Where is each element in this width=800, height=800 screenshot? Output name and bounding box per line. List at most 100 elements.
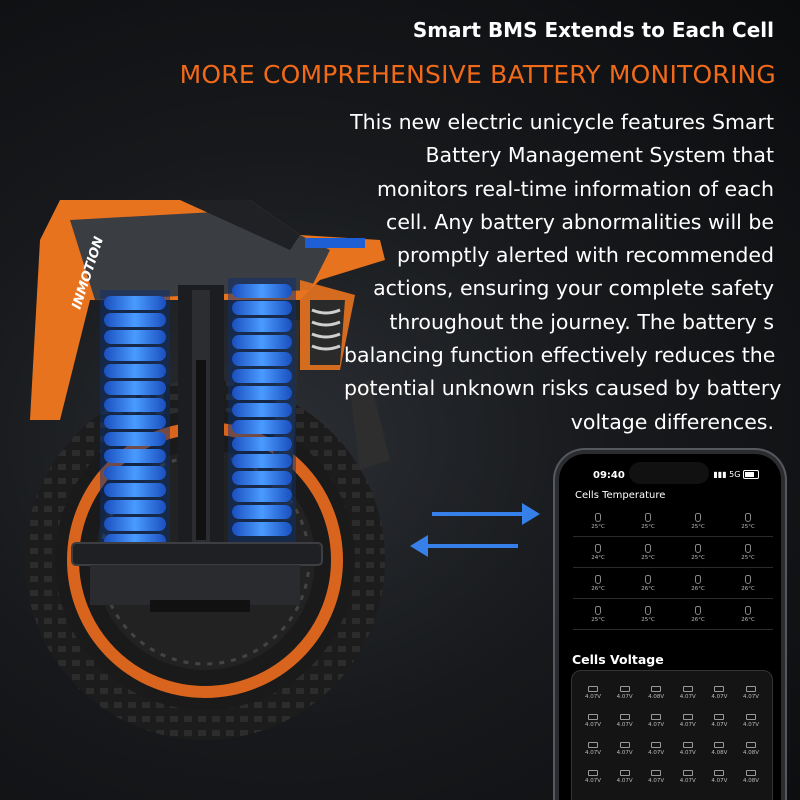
voltage-cell: 4.07V — [578, 763, 608, 791]
temperature-row: 25°C 25°C 26°C 26°C — [573, 599, 773, 630]
status-time: 09:40 — [593, 470, 625, 481]
thermometer-icon — [695, 512, 701, 522]
temperature-value: 25°C — [591, 616, 605, 623]
description-line: promptly alerted with recommended — [397, 243, 774, 268]
voltage-value: 4.07V — [584, 694, 601, 700]
thermometer-icon — [595, 543, 601, 553]
thermometer-icon — [695, 574, 701, 584]
thermometer-icon — [645, 574, 651, 584]
temperature-cell: 25°C — [674, 537, 722, 567]
voltage-value: 4.07V — [616, 750, 633, 756]
voltage-cell: 4.07V — [578, 707, 608, 735]
battery-cell-icon — [714, 770, 725, 776]
battery-cell-icon — [619, 742, 630, 748]
sync-arrows-icon — [410, 503, 540, 557]
thermometer-icon — [595, 512, 601, 522]
temperature-cell: 25°C — [624, 506, 672, 536]
voltage-value: 4.07V — [616, 722, 633, 728]
cells-voltage-title: Cells Voltage — [572, 652, 664, 667]
voltage-cell: 4.07V — [704, 707, 734, 735]
battery-cell-icon — [745, 770, 756, 776]
voltage-value: 4.08V — [648, 694, 665, 700]
description-line: actions, ensuring your complete safety — [373, 276, 774, 301]
temperature-cell: 25°C — [724, 537, 772, 567]
voltage-value: 4.07V — [679, 722, 696, 728]
voltage-cell: 4.07V — [736, 679, 766, 707]
temperature-value: 25°C — [591, 523, 605, 530]
voltage-cell: 4.07V — [704, 763, 734, 791]
voltage-cell: 4.07V — [641, 735, 671, 763]
battery-cell-icon — [745, 714, 756, 720]
battery-cell-icon — [651, 714, 662, 720]
voltage-value: 4.07V — [616, 694, 633, 700]
thermometer-icon — [745, 512, 751, 522]
description-line: balancing function effectively reduces t… — [344, 343, 776, 368]
temperature-cell: 24°C — [574, 537, 622, 567]
battery-cell-icon — [682, 686, 693, 692]
battery-cell-icon — [619, 714, 630, 720]
thermometer-icon — [695, 605, 701, 615]
temperature-value: 26°C — [591, 585, 605, 592]
voltage-value: 4.07V — [584, 750, 601, 756]
thermometer-icon — [745, 605, 751, 615]
temperature-value: 25°C — [691, 523, 705, 530]
description-line: cell. Any battery abnormalities will be — [386, 209, 774, 234]
battery-cell-icon — [651, 770, 662, 776]
subtitle: Smart BMS Extends to Each Cell — [412, 18, 774, 42]
pedals — [71, 542, 323, 612]
voltage-cell: 4.07V — [578, 735, 608, 763]
voltage-value: 4.07V — [711, 694, 728, 700]
cells-temperature-title: Cells Temperature — [575, 490, 666, 501]
temperature-cell: 26°C — [724, 568, 772, 598]
temperature-cell: 25°C — [724, 506, 772, 536]
voltage-value: 4.07V — [584, 778, 601, 784]
temperature-value: 26°C — [741, 616, 755, 623]
battery-cell-icon — [682, 742, 693, 748]
battery-cell-icon — [651, 686, 662, 692]
voltage-value: 4.07V — [648, 778, 665, 784]
voltage-cell: 4.07V — [736, 707, 766, 735]
thermometer-icon — [595, 605, 601, 615]
temperature-value: 25°C — [741, 554, 755, 561]
temperature-cell: 26°C — [624, 568, 672, 598]
voltage-cell: 4.08V — [736, 763, 766, 791]
voltage-value: 4.07V — [616, 778, 633, 784]
voltage-cell: 4.07V — [673, 763, 703, 791]
temperature-value: 26°C — [691, 585, 705, 592]
signal-icon: ▮▮▮ — [713, 470, 727, 479]
temperature-value: 26°C — [691, 616, 705, 623]
voltage-value: 4.08V — [711, 750, 728, 756]
battery-cell-icon — [714, 742, 725, 748]
battery-cell-icon — [682, 714, 693, 720]
temperature-cell: 25°C — [624, 537, 672, 567]
thermometer-icon — [645, 605, 651, 615]
voltage-value: 4.07V — [742, 694, 759, 700]
temperature-cell: 26°C — [574, 568, 622, 598]
description: This new electric unicycle features Smar… — [344, 106, 781, 439]
temperature-cell: 26°C — [724, 599, 772, 629]
thermometer-icon — [645, 512, 651, 522]
temperature-value: 25°C — [741, 523, 755, 530]
temperature-cell: 25°C — [574, 506, 622, 536]
battery-cell-icon — [588, 714, 598, 720]
voltage-cell: 4.07V — [610, 679, 640, 707]
battery-cell-icon — [588, 770, 598, 776]
temperature-value: 25°C — [641, 616, 655, 623]
voltage-cell: 4.08V — [704, 735, 734, 763]
temperature-value: 24°C — [591, 554, 605, 561]
temperature-row: 26°C 26°C 26°C 26°C — [573, 568, 773, 599]
temperature-value: 26°C — [741, 585, 755, 592]
temperature-value: 25°C — [641, 523, 655, 530]
voltage-value: 4.08V — [742, 778, 759, 784]
voltage-value: 4.07V — [648, 750, 665, 756]
battery-cell-icon — [588, 742, 598, 748]
voltage-value: 4.07V — [711, 722, 728, 728]
voltage-cell: 4.07V — [673, 735, 703, 763]
network-label: 5G — [729, 470, 741, 479]
